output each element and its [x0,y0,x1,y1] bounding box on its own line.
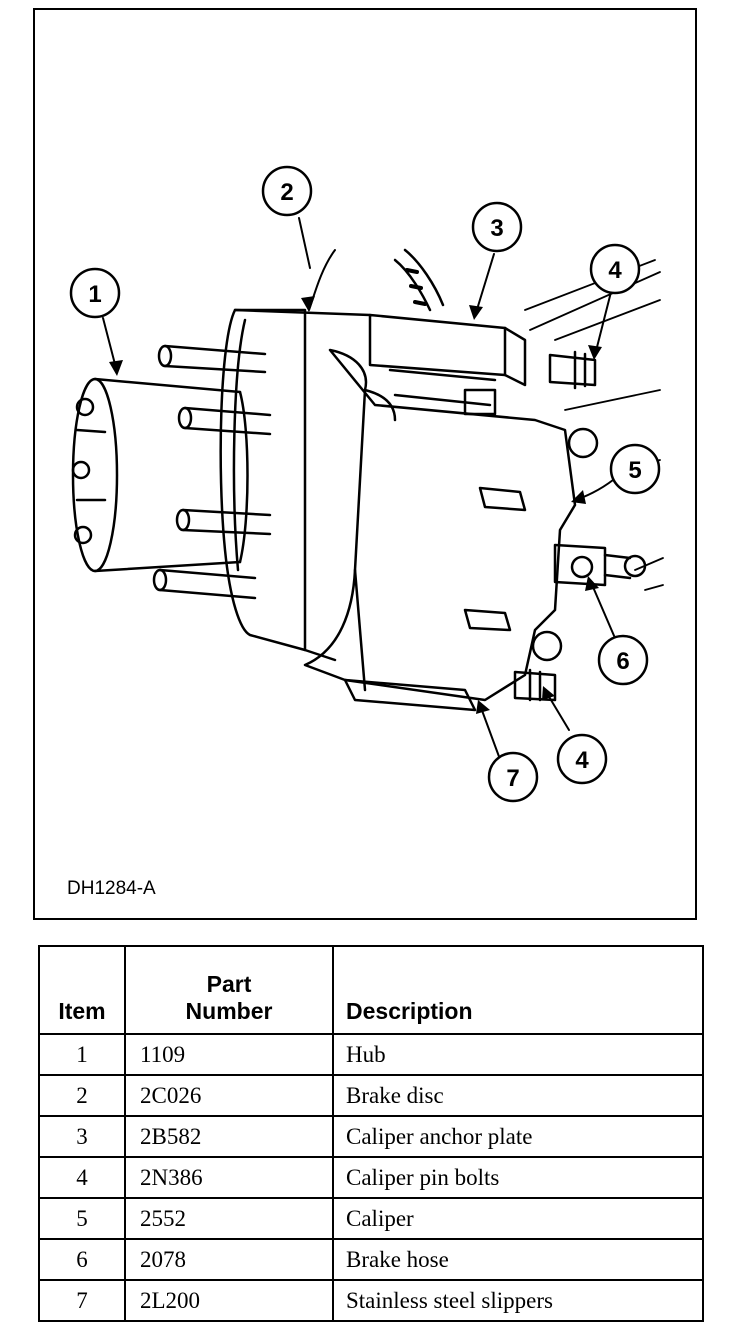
callout-group-1: 1 [69,267,121,319]
row-item: 6 [38,1238,126,1281]
header-item: Item [38,945,126,1035]
wheel-studs [152,344,272,600]
anchor-plate-shape [368,313,527,416]
header-part-number: Part Number [124,945,334,1035]
header-part-line1: Part [206,971,252,997]
callout-group-6: 6 [597,634,649,686]
table-row: 6 2078 Brake hose [38,1238,704,1281]
row-part-number: 2L200 [124,1279,334,1322]
table-row: 1 1109 Hub [38,1033,704,1076]
callout-label-6: 6 [616,648,629,675]
callout-label-2: 2 [280,179,293,206]
row-part-number: 2552 [124,1197,334,1240]
callout-label-4-lower: 4 [575,747,589,774]
row-item: 7 [38,1279,126,1322]
callout-group-7: 7 [487,751,539,803]
table-row: 4 2N386 Caliper pin bolts [38,1156,704,1199]
row-part-number: 2078 [124,1238,334,1281]
row-item: 3 [38,1115,126,1158]
callout-label-3: 3 [490,215,503,242]
callout-circle-6 [597,634,649,686]
callout-group-5: 5 [609,443,661,495]
row-item: 5 [38,1197,126,1240]
row-description: Hub [332,1033,704,1076]
row-item: 2 [38,1074,126,1117]
table-row: 3 2B582 Caliper anchor plate [38,1115,704,1158]
parts-table-header-row: Item Part Number Description [38,945,704,1035]
header-part-line2: Number [185,998,273,1024]
caliper-shape [303,348,577,712]
figure-frame: 1 2 3 4 5 6 4 7 DH1284-A [33,8,697,920]
row-item: 1 [38,1033,126,1076]
table-row: 7 2L200 Stainless steel slippers [38,1279,704,1322]
callout-circle-3 [471,201,523,253]
row-part-number: 2B582 [124,1115,334,1158]
brake-disc-shape [219,248,445,662]
callout-circle-7 [487,751,539,803]
callout-circle-4-upper [589,243,641,295]
callout-group-2: 2 [261,165,313,217]
leader-arrowheads [109,296,602,714]
row-description: Brake hose [332,1238,704,1281]
suspension-lines [524,259,664,591]
row-part-number: 1109 [124,1033,334,1076]
callout-label-7: 7 [506,765,519,792]
row-description: Brake disc [332,1074,704,1117]
row-item: 4 [38,1156,126,1199]
callout-circle-5 [609,443,661,495]
callout-label-1: 1 [88,281,101,308]
callout-group-4a: 4 [589,243,641,295]
figure-id: DH1284-A [67,878,156,899]
header-description: Description [332,945,704,1035]
parts-table: Item Part Number Description 1 1109 Hub … [38,945,704,1322]
row-description: Caliper pin bolts [332,1156,704,1199]
hub-shape [71,377,249,573]
fittings [513,350,647,702]
table-row: 5 2552 Caliper [38,1197,704,1240]
callout-circle-2 [261,165,313,217]
brake-assembly-illustration: 1 2 3 4 5 6 4 7 [69,165,664,803]
row-description: Caliper anchor plate [332,1115,704,1158]
callout-label-5: 5 [628,457,641,484]
row-part-number: 2C026 [124,1074,334,1117]
callout-circle-4-lower [556,733,608,785]
row-part-number: 2N386 [124,1156,334,1199]
callout-label-4-upper: 4 [608,257,622,284]
callout-group-3: 3 [471,201,523,253]
callout-circle-1 [69,267,121,319]
callout-group-4b: 4 [556,733,608,785]
table-row: 2 2C026 Brake disc [38,1074,704,1117]
row-description: Caliper [332,1197,704,1240]
row-description: Stainless steel slippers [332,1279,704,1322]
